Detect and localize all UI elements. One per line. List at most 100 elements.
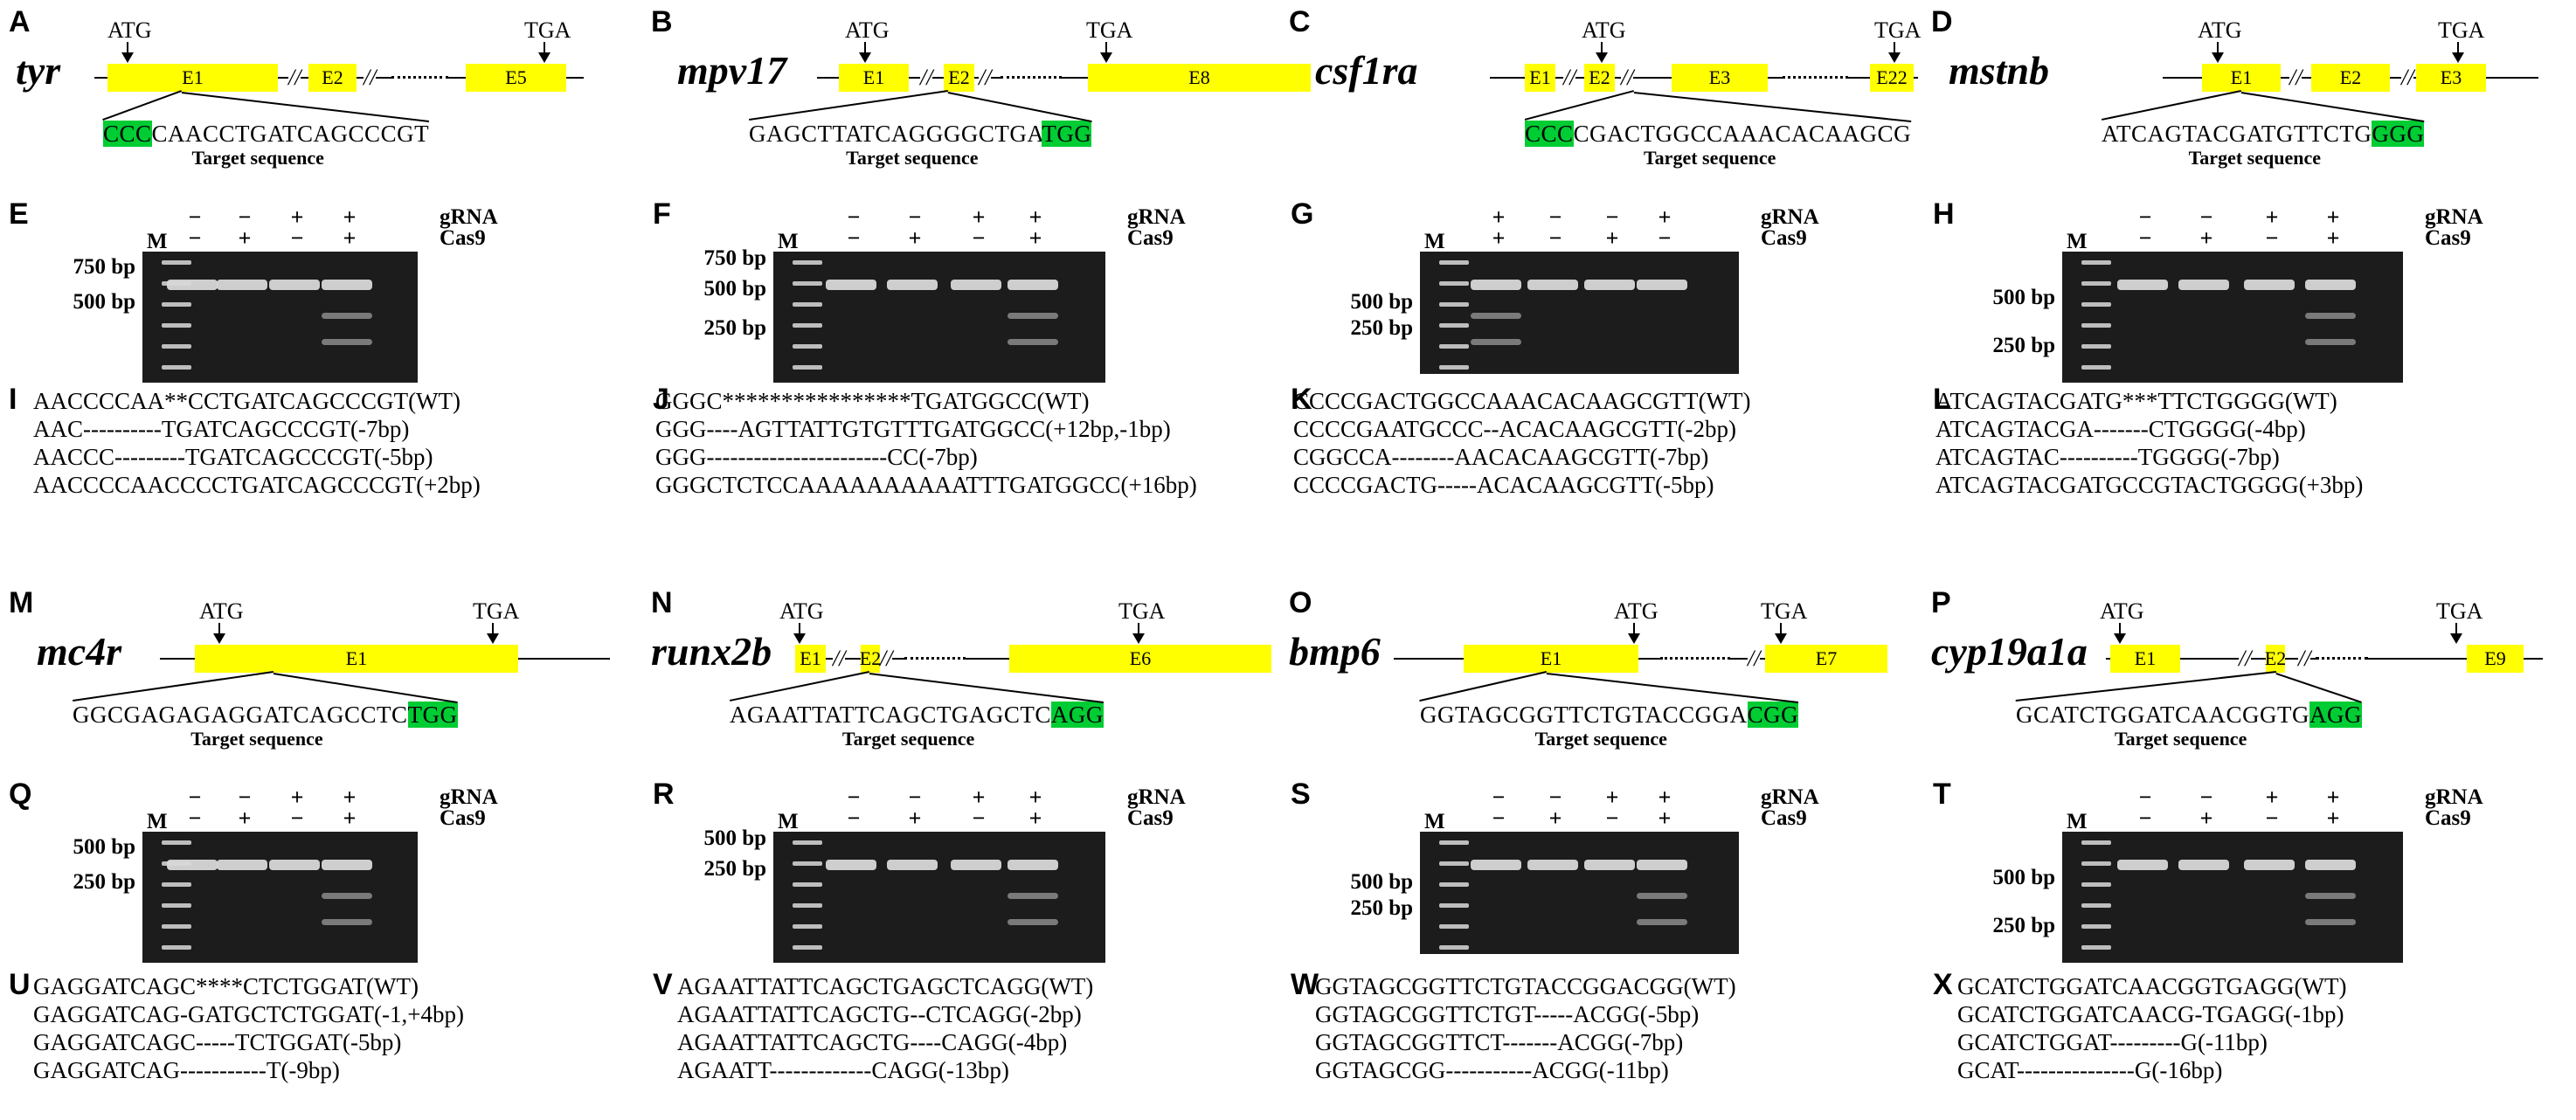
cleaved-band (2305, 339, 2356, 345)
intron-dots (391, 76, 448, 79)
agarose-gel (142, 832, 418, 963)
intron-break: // (2289, 65, 2302, 90)
cas9-sign: − (847, 805, 861, 831)
cas9-sign: + (238, 805, 252, 831)
size-marker-label: 500 bp (703, 277, 766, 301)
ladder-band (2081, 840, 2111, 845)
cas9-sign: − (972, 805, 986, 831)
ladder-band (793, 945, 822, 950)
ladder-band (2081, 365, 2111, 370)
grna-sign: + (2326, 204, 2340, 230)
cas9-sign: − (2138, 225, 2152, 251)
stop-codon-arrow (538, 42, 551, 63)
start-codon-arrow (2114, 623, 2126, 644)
ladder-band (793, 840, 822, 845)
start-codon-arrow (1596, 42, 1608, 63)
panel-label: G (1291, 197, 1314, 231)
exon-box: E1 (1525, 64, 1555, 92)
exon-box: E1 (839, 64, 909, 92)
aligned-sequence: ATCAGTACGATGCCGTACTGGGG (1935, 472, 2299, 498)
cas9-sign: − (972, 225, 986, 251)
exon-box: E8 (1088, 64, 1311, 92)
pam-site: TGG (407, 702, 458, 728)
cas9-sign: − (847, 225, 861, 251)
alignment-row: GGGC****************TGATGGCC(WT) (655, 390, 1089, 413)
cas9-sign: + (2199, 225, 2213, 251)
grna-row-label: gRNA (1127, 205, 1186, 229)
aligned-sequence: AGAATTATTCAGCTG----CAGG (677, 1029, 1008, 1055)
intron-break: // (2298, 646, 2311, 671)
ladder-band (793, 903, 822, 908)
alignment-row: ATCAGTACGATGCCGTACTGGGG(+3bp) (1935, 474, 2363, 497)
exon-box: E2 (1584, 64, 1615, 92)
cas9-row-label: Cas9 (440, 226, 486, 250)
alignment-row: GCATCTGGATCAACGGTGAGG(WT) (1957, 975, 2346, 999)
dna-band (1584, 280, 1635, 290)
start-codon-arrow (793, 623, 806, 644)
cas9-sign: + (2326, 805, 2340, 831)
grna-sign: + (290, 204, 304, 230)
mutation-note: (-5bp) (1639, 1001, 1700, 1027)
stop-codon-label: TGA (1118, 598, 1166, 624)
ladder-band (793, 260, 822, 265)
mutation-note: (+2bp) (416, 472, 481, 498)
panel-label: V (653, 968, 673, 1001)
mutation-note: (WT) (2284, 388, 2337, 414)
aligned-sequence: GGGC****************TGATGGCC (655, 388, 1037, 414)
size-marker-label: 250 bp (1992, 914, 2055, 937)
size-marker-label: 750 bp (73, 255, 135, 279)
marker-lane-label: M (1424, 810, 1445, 833)
panel-label: E (9, 197, 29, 231)
dna-band (2305, 860, 2356, 870)
panel-label: L (1933, 383, 1951, 416)
exon-box: E22 (1870, 64, 1914, 92)
ladder-band (793, 365, 822, 370)
aligned-sequence: GCATCTGGAT---------G (1957, 1029, 2198, 1055)
exon-box: E2 (2311, 64, 2390, 92)
ladder-band (793, 302, 822, 307)
ladder-band (2081, 861, 2111, 866)
mutation-note: (-1,+4bp) (373, 1001, 464, 1027)
target-sequence: GAGCTTATCAGGGGCTGATGG (749, 121, 1092, 147)
panel-label: C (1289, 5, 1311, 38)
ladder-band (162, 302, 191, 307)
size-marker-label: 500 bp (1350, 870, 1413, 894)
grna-sign: − (238, 204, 252, 230)
mutation-note: (-5bp) (342, 1029, 402, 1055)
intron-break: // (2401, 65, 2414, 90)
panel-label: R (653, 778, 675, 811)
target-sequence-label: Target sequence (190, 728, 323, 750)
ladder-band (2081, 344, 2111, 349)
stop-codon-label: TGA (1761, 598, 1808, 624)
aligned-sequence: GCATCTGGATCAACG-TGAGG (1957, 1001, 2285, 1027)
cas9-sign: + (908, 225, 922, 251)
cas9-sign: − (1548, 225, 1562, 251)
cleaved-band (1008, 313, 1058, 319)
grna-sign: − (2138, 785, 2152, 810)
zoom-line (748, 90, 948, 121)
exon-box: E3 (1672, 64, 1768, 92)
panel-label: M (9, 586, 34, 619)
size-marker-label: 500 bp (703, 826, 766, 850)
alignment-row: CCCCGACTGGCCAAACACAAGCGTT(WT) (1293, 390, 1751, 413)
ladder-band (1439, 260, 1469, 265)
grna-sign: − (2138, 204, 2152, 230)
aligned-sequence: CCCCGACTGGCCAAACACAAGCGTT (1293, 388, 1699, 414)
alignment-row: AAC----------TGATCAGCCCGT(-7bp) (33, 418, 409, 441)
panel-label: O (1289, 586, 1312, 619)
dna-band (826, 860, 876, 870)
alignment-row: GCAT---------------G(-16bp) (1957, 1059, 2222, 1082)
ladder-band (1439, 281, 1469, 286)
alignment-row: GGTAGCGGTTCTGTACCGGACGG(WT) (1315, 975, 1736, 999)
zoom-line (1524, 90, 1634, 121)
ladder-band (1439, 882, 1469, 887)
grna-row-label: gRNA (440, 785, 498, 809)
aligned-sequence: GGTAGCGGTTCTGTACCGGACGG (1315, 973, 1684, 999)
zoom-line (2240, 92, 2425, 122)
ladder-band (793, 323, 822, 328)
start-codon-label: ATG (199, 598, 244, 624)
mutation-note: (WT) (2294, 973, 2347, 999)
mutation-note: (-7bp) (2220, 444, 2280, 470)
dna-band (1471, 280, 1521, 290)
grna-sign: − (2199, 204, 2213, 230)
